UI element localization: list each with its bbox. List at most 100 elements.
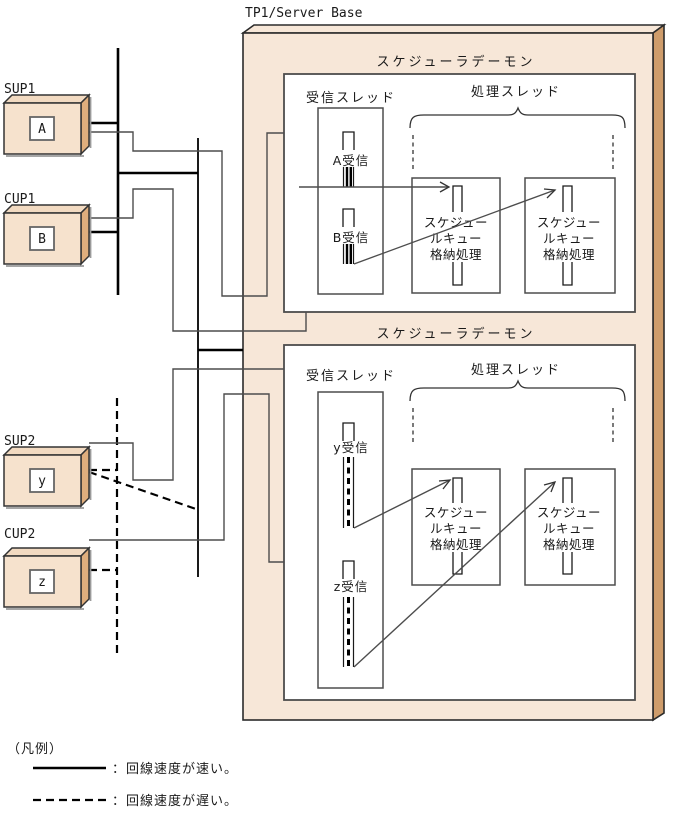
client-top-face [2, 94, 91, 104]
receiver-a: A受信 [333, 131, 370, 187]
daemon-2-receive-thread-label: 受信スレッド [306, 369, 396, 384]
arrow-y-queue-to-processor-1 [353, 479, 451, 529]
processor-text-line: スケジュー [424, 215, 488, 230]
processor-text-line: 格納処理 [430, 247, 482, 262]
receiver-y-queue-rails [342, 457, 355, 528]
processor-text-line: ルキュー [430, 231, 482, 246]
daemon-1-processor-1: スケジュー ルキュー 格納処理 [411, 177, 501, 294]
processor-text-line: ルキュー [543, 231, 595, 246]
daemon-1-process-brace-icon [409, 106, 626, 129]
processor-slot-top [452, 477, 463, 503]
legend-solid-label: ：回線速度が速い。 [112, 761, 238, 777]
app-z-box [29, 569, 55, 594]
arrow-b-arrowhead-icon [543, 188, 557, 199]
processor-box [524, 177, 616, 294]
app-b-box [29, 226, 55, 251]
processor-text-line: 格納処理 [430, 537, 482, 552]
processor-box [411, 177, 501, 294]
receiver-y-slot [342, 422, 355, 441]
legend-heading: （凡例） [7, 742, 63, 757]
processor-slot-bottom [452, 262, 463, 286]
legend: （凡例） ：回線速度が速い。 ：回線速度が遅い。 [7, 742, 238, 809]
client-right-face [80, 93, 90, 156]
client-shadow [6, 207, 92, 267]
receiver-b-slot [342, 208, 355, 227]
client-sup2: SUP2 y [2, 434, 92, 509]
processor-slot-bottom [562, 262, 573, 286]
processor-slot-bottom [562, 552, 573, 575]
legend-dashed-label: ：回線速度が遅い。 [112, 793, 238, 809]
processor-slot-top [562, 185, 573, 212]
app-a-box [29, 116, 55, 141]
processor-box [524, 468, 616, 586]
scheduler-daemon-1: スケジューラデーモン 受信スレッド A受信 B受信 処理スレッド スケジュー [283, 54, 636, 313]
daemon-1-title: スケジューラデーモン [376, 54, 535, 70]
panel-right-face [652, 23, 665, 722]
client-shadow [6, 550, 92, 610]
processor-text-line: ルキュー [543, 521, 595, 536]
receiver-b-label: B受信 [333, 230, 370, 245]
app-z-label: z [38, 575, 46, 590]
daemon-2-process-thread-label: 処理スレッド [471, 363, 561, 378]
daemon-2-process-brace-icon [409, 379, 626, 402]
client-right-face [80, 445, 90, 508]
processor-slot-bottom [452, 552, 463, 575]
arrow-a-arrowhead-icon [439, 181, 451, 193]
network-slow-lines [88, 398, 197, 657]
receiver-a-queue-rails [342, 167, 355, 187]
arrow-z-queue-to-processor-2 [353, 481, 556, 668]
app-y-box [29, 468, 55, 493]
daemon-1-process-thread-label: 処理スレッド [471, 85, 561, 100]
client-sup1: SUP1 A [2, 82, 92, 157]
receiver-z-queue-rails [342, 597, 355, 667]
app-a-label: A [38, 122, 46, 137]
client-right-face [80, 546, 90, 609]
app-y-label: y [38, 474, 46, 489]
panel-title: TP1/Server Base [245, 6, 363, 21]
daemon-2-title: スケジューラデーモン [376, 326, 535, 342]
client-shadow [6, 449, 92, 509]
receiver-y-label: y受信 [333, 440, 368, 455]
daemon-1-processor-2: スケジュー ルキュー 格納処理 [524, 177, 616, 294]
client-top-face [2, 204, 91, 214]
daemon-2-processor-1: スケジュー ルキュー 格納処理 [411, 468, 501, 586]
daemon-1-receive-thread-label: 受信スレッド [306, 91, 396, 106]
processor-text-line: 格納処理 [543, 537, 595, 552]
receiver-b-queue-bars [345, 244, 352, 264]
receiver-b-queue-rails [342, 244, 355, 264]
client-shadow [6, 97, 92, 157]
client-right-face [80, 203, 90, 266]
daemon-1-receive-thread-box [317, 107, 384, 295]
processor-text-line: 格納処理 [543, 247, 595, 262]
daemon-2-receive-thread-box [317, 391, 384, 689]
client-cup2: CUP2 z [2, 527, 92, 610]
app-b-label: B [38, 232, 46, 247]
client-sup1-label: SUP1 [4, 82, 35, 97]
client-top-face [2, 446, 91, 456]
receiver-a-queue-bars [345, 167, 352, 187]
receiver-z: z受信 [334, 560, 369, 667]
client-top-face [2, 547, 91, 557]
processor-slot-top [452, 185, 463, 212]
receiver-a-slot [342, 131, 355, 150]
sup2-slow-diagonal [88, 470, 197, 511]
network-fast-lines [89, 48, 243, 577]
client-cup1: CUP1 B [2, 192, 92, 267]
receiver-a-label: A受信 [333, 153, 370, 168]
processor-text-line: スケジュー [537, 215, 601, 230]
daemon-2-processor-2: スケジュー ルキュー 格納処理 [524, 468, 616, 586]
client-cup2-label: CUP2 [4, 527, 35, 542]
flow-cup2-to-z [89, 393, 340, 563]
processor-text-line: スケジュー [537, 505, 601, 520]
client-front-face [3, 555, 82, 608]
scheduler-daemon-2: スケジューラデーモン 受信スレッド y受信 z受信 処理スレッド スケジュー [283, 326, 636, 701]
panel-top-face [240, 24, 667, 34]
processor-slot-top [562, 477, 573, 503]
receiver-z-label: z受信 [334, 579, 369, 594]
processor-box [411, 468, 501, 586]
flow-sup1-to-a [89, 131, 340, 297]
client-sup2-label: SUP2 [4, 434, 35, 449]
client-cup1-label: CUP1 [4, 192, 35, 207]
